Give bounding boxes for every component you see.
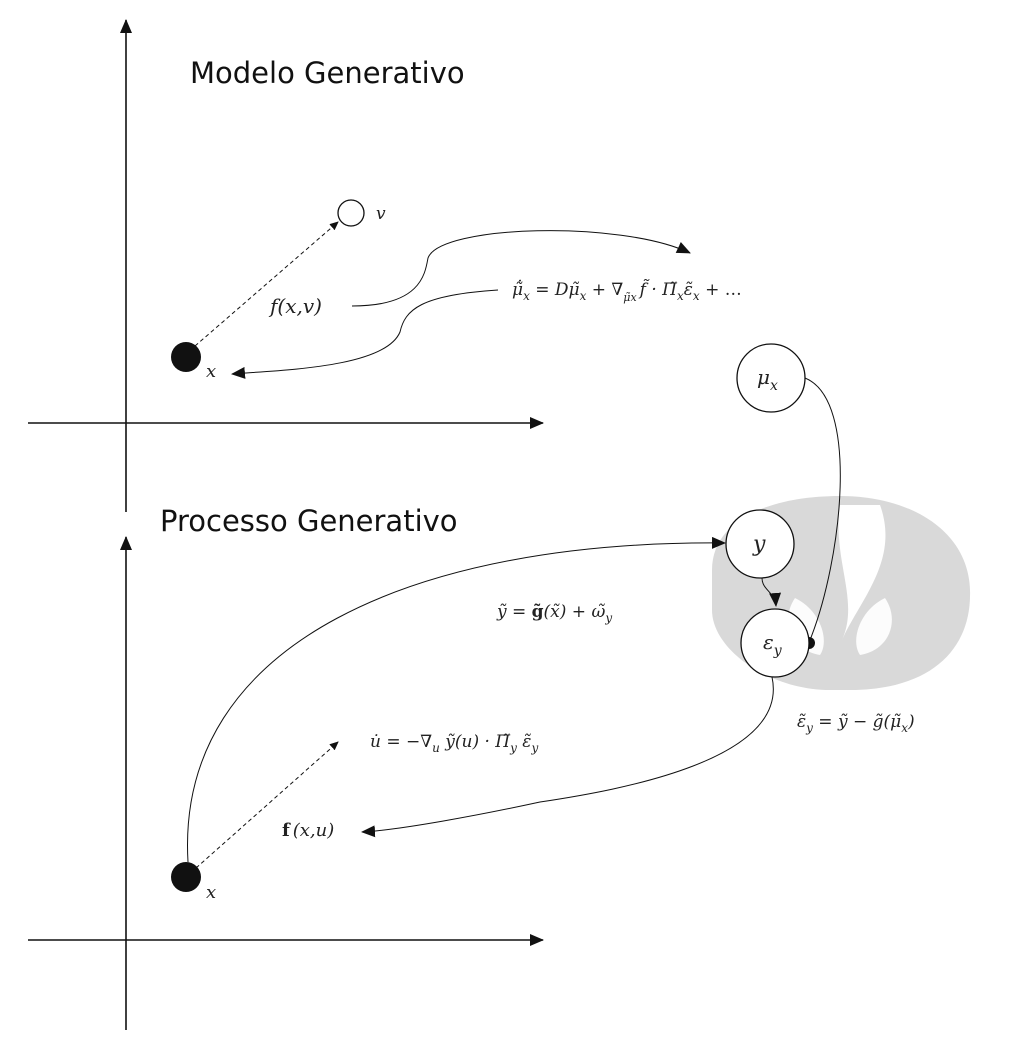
eq-mu-dot-rhs3: + ∇ xyxy=(586,280,623,300)
v-label: v xyxy=(376,204,386,224)
eq-mu-dot-rhs1: = D xyxy=(530,280,569,300)
eq-eps-y-p3: ) xyxy=(907,712,915,732)
eq-u-dot: u̇ = −∇u ỹ(u) · Π̃y ε̃y xyxy=(370,732,538,755)
x-label-bottom: x xyxy=(206,882,216,903)
eq-eps-y-p1-sub: y xyxy=(805,721,813,735)
eq-eps-y-p2-sub: x xyxy=(901,721,908,735)
eq-mu-dot-rhs2-sub: x xyxy=(580,289,587,303)
eq-y-tilde-p3-sub: y xyxy=(604,611,612,625)
eps-y-node xyxy=(740,608,810,678)
eq-mu-dot-rhs6: + … xyxy=(700,280,742,300)
mu-x-sub: x xyxy=(770,378,778,394)
curve-mu-to-eps xyxy=(804,377,841,641)
eq-u-dot-p3-sub: y xyxy=(530,741,538,755)
eq-mu-dot-rhs3-sub: μ̃x xyxy=(623,291,637,304)
f-xu-label: f(x,u) xyxy=(282,820,334,841)
eq-y-tilde-p3: (x̃) + ω̃ xyxy=(544,602,606,622)
eq-mu-dot-lhs-sub: x xyxy=(523,289,530,303)
eq-mu-dot-rhs5-sub: x xyxy=(693,289,700,303)
y-label: y xyxy=(752,532,766,557)
title-modelo-generativo: Modelo Generativo xyxy=(190,56,465,90)
eq-mu-dot-rhs2: μ̃ xyxy=(569,280,580,300)
f-xv-label: f(x,v) xyxy=(268,294,322,318)
curve-eps-to-fxu xyxy=(361,676,774,838)
eq-u-dot-p2: ỹ(u) · Π̃ xyxy=(440,732,511,752)
eq-u-dot-p1-sub: u xyxy=(432,741,440,755)
eq-y-tilde-p1: ỹ = xyxy=(496,602,532,622)
f-xv-args: (x,v) xyxy=(277,294,322,318)
eq-u-dot-p2-sub: y xyxy=(509,741,517,755)
eps-y-sub: y xyxy=(773,643,783,659)
eps-y-label: εy xyxy=(763,630,783,659)
y-node xyxy=(725,509,795,579)
eq-mu-dot-rhs5: ε̃ xyxy=(684,280,693,300)
curve-to-equation xyxy=(351,230,691,307)
f-xu-args: (x,u) xyxy=(293,820,335,841)
eq-eps-y-p1: ε̃ xyxy=(797,712,806,732)
x-node-top xyxy=(171,342,201,372)
eq-u-dot-p3: ε̃ xyxy=(517,732,532,752)
v-node xyxy=(337,199,365,227)
x-node-bottom xyxy=(171,862,201,892)
eps-y-base: ε xyxy=(763,630,774,654)
eq-mu-dot-rhs4-sub: x xyxy=(677,289,684,303)
eq-y-tilde-p2: g̃ xyxy=(532,602,544,622)
curve-to-x-top xyxy=(231,289,499,379)
eq-mu-dot-lhs: μ̃̇ xyxy=(512,279,523,300)
mu-x-base: μ xyxy=(757,365,770,389)
dashed-arrow-top xyxy=(194,221,339,347)
dashed-arrow-bottom xyxy=(195,741,339,869)
eq-eps-y-p2: = ỹ − g̃(μ̃ xyxy=(813,712,901,732)
mu-x-label: μx xyxy=(757,365,778,394)
arrow-y-to-eps xyxy=(761,577,782,607)
title-processo-generativo: Processo Generativo xyxy=(160,504,458,538)
eq-y-tilde: ỹ = g̃(x̃) + ω̃y xyxy=(496,602,612,625)
x-label-top: x xyxy=(206,361,216,382)
eq-mu-dot-rhs4: f̃ · Π̃ xyxy=(638,279,679,300)
curve-x-to-y xyxy=(187,536,726,863)
f-xu-f: f xyxy=(282,820,291,841)
eq-u-dot-p1: u̇ = −∇ xyxy=(370,732,432,752)
eq-eps-y: ε̃y = ỹ − g̃(μ̃x) xyxy=(797,712,915,735)
